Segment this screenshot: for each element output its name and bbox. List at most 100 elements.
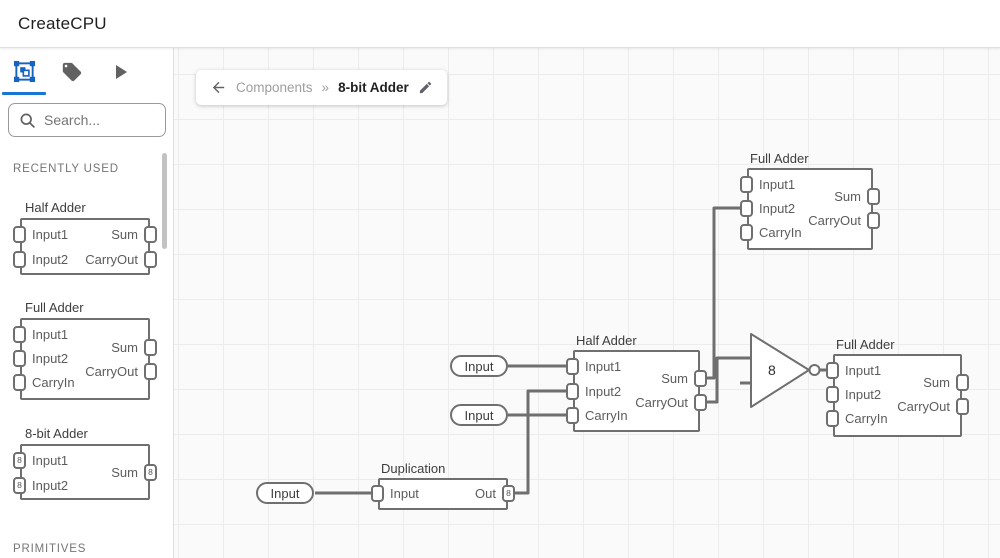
pencil-icon [419,81,431,94]
port-square[interactable] [826,361,839,379]
node-full-adder-right[interactable]: Full Adder Input1 Input2 CarryIn Sum Car… [826,337,969,437]
tab-run[interactable] [96,48,144,95]
search-icon [20,113,35,128]
port-carryin[interactable]: CarryIn [826,409,888,427]
wire-carryout-to-gate[interactable] [707,356,751,404]
port-input[interactable]: Input [371,484,419,502]
port-square-badge[interactable]: 8 [502,484,515,502]
port-square[interactable] [740,175,753,193]
search-box[interactable] [8,103,166,137]
breadcrumb-separator: » [321,80,330,95]
node-title: Duplication [381,461,446,476]
tab-components[interactable] [0,48,48,95]
search-input[interactable] [44,112,144,128]
port-square[interactable] [694,369,707,387]
back-button[interactable] [210,79,227,96]
port-input1[interactable]: Input1 [13,325,68,343]
port-square[interactable] [144,362,157,380]
component-title: Full Adder [25,300,84,315]
canvas[interactable]: 8 Components » 8-bit Adder Full Adder In… [174,48,1000,558]
port-carryout[interactable]: CarryOut [635,393,707,411]
port-square[interactable] [566,382,579,400]
input-label: Input [270,485,300,501]
port-square-badge[interactable]: 8 [13,476,26,494]
tab-tags[interactable] [48,48,96,95]
port-carryout[interactable]: CarryOut [85,362,157,380]
component-title: 8-bit Adder [25,426,88,441]
port-sum[interactable]: Sum [111,225,157,243]
port-square[interactable] [144,250,157,268]
port-square[interactable] [566,357,579,375]
breadcrumb-parent[interactable]: Components [236,80,313,95]
port-input2[interactable]: Input2 [13,349,68,367]
port-square-badge[interactable]: 8 [144,463,157,481]
sidebar-scrollbar[interactable] [162,153,167,249]
port-carryin[interactable]: CarryIn [13,373,75,391]
breadcrumb: Components » 8-bit Adder [196,70,447,105]
port-carryin[interactable]: CarryIn [566,406,628,424]
input-node-2[interactable]: Input [450,404,508,426]
wire-duplication-to-input2[interactable] [511,389,566,495]
port-square[interactable] [826,409,839,427]
port-sum[interactable]: Sum [661,369,707,387]
input-node-1[interactable]: Input [450,355,508,377]
port-square[interactable] [740,223,753,241]
wire-sum-to-fulladder-top[interactable] [707,206,740,380]
port-input1[interactable]: Input1 [566,357,621,375]
port-input2[interactable]: Input2 [740,199,795,217]
app-header: CreateCPU [0,0,1000,48]
port-square[interactable] [13,349,26,367]
port-input1[interactable]: Input1 [826,361,881,379]
section-primitives: PRIMITIVES [13,543,87,555]
wires-layer: 8 [315,206,826,495]
port-square[interactable] [13,373,26,391]
port-square[interactable] [144,225,157,243]
port-square[interactable] [867,211,880,229]
port-input2[interactable]: Input2 [566,382,621,400]
port-square[interactable] [867,187,880,205]
port-carryout[interactable]: CarryOut [808,211,880,229]
edit-name-button[interactable] [418,80,433,95]
input-label: Input [464,407,494,423]
port-sum[interactable]: Sum [923,373,969,391]
port-square[interactable] [13,250,26,268]
port-square[interactable] [694,393,707,411]
port-square[interactable] [13,225,26,243]
arrow-back-icon [212,81,225,94]
port-input1[interactable]: Input1 [13,225,68,243]
node-title: Full Adder [836,337,895,352]
port-square[interactable] [144,338,157,356]
breadcrumb-current: 8-bit Adder [338,80,409,95]
port-carryin[interactable]: CarryIn [740,223,802,241]
component-preview: Input1 Input2 CarryIn Sum CarryOut [13,318,157,400]
port-square[interactable] [826,385,839,403]
sidebar-component-full-adder[interactable]: Full Adder Input1 Input2 CarryIn Sum Car… [13,300,157,400]
node-full-adder-top[interactable]: Full Adder Input1 Input2 CarryIn Sum Car… [740,151,880,250]
play-icon [116,64,127,79]
input-node-3[interactable]: Input [256,482,314,504]
port-sum[interactable]: Sum [834,187,880,205]
port-input2[interactable]: Input2 [826,385,881,403]
port-input1[interactable]: Input1 [740,175,795,193]
port-carryout[interactable]: CarryOut [897,397,969,415]
node-half-adder[interactable]: Half Adder Input1 Input2 CarryIn Sum Car… [566,333,707,432]
sidebar-component-half-adder[interactable]: Half Adder Input1 Input2 Sum CarryOut [13,200,157,275]
port-carryout[interactable]: CarryOut [85,250,157,268]
port-square[interactable] [956,397,969,415]
port-square[interactable] [13,325,26,343]
gate-not-8[interactable]: 8 [750,333,821,408]
port-square[interactable] [740,199,753,217]
port-square-badge[interactable]: 8 [13,451,26,469]
port-square[interactable] [371,484,384,502]
port-sum[interactable]: Sum [111,338,157,356]
port-square[interactable] [566,406,579,424]
port-square[interactable] [956,373,969,391]
port-input2[interactable]: Input2 [13,250,68,268]
